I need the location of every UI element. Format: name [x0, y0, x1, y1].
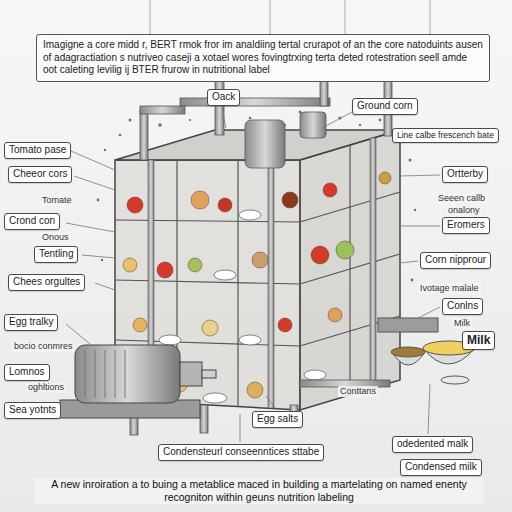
label-box: Line calbe frescench bate — [392, 128, 499, 143]
label-text: Cheeor cors — [13, 168, 67, 181]
callout-label: Conttans — [338, 386, 378, 397]
callout-label: bocio conmres — [12, 341, 75, 352]
label-text: MiIk — [467, 333, 490, 348]
label-box: Sea yotnts — [4, 402, 61, 419]
label-box: Ortterby — [442, 166, 488, 183]
label-text: Tentling — [39, 248, 73, 261]
label-text: Condensteurl conseenntices sttabe — [163, 446, 319, 459]
label-text: Ortterby — [447, 168, 483, 181]
label-box: Eromers — [442, 217, 490, 234]
label-text: Egg tralky — [9, 316, 53, 329]
callout-label: oghltions — [26, 382, 66, 393]
label-text: Ground corn — [357, 100, 413, 113]
label-box: Ground corn — [352, 98, 418, 115]
label-text: Corn nipprour — [425, 254, 486, 267]
label-box: odedented malk — [392, 436, 473, 453]
label-text: Chees orgultes — [13, 276, 80, 289]
callout-label: Onous — [40, 232, 71, 243]
label-box: Tentling — [34, 246, 78, 263]
label-text: Crond con — [9, 215, 55, 228]
callout-label: Tomate — [40, 195, 74, 206]
label-text: Oack — [212, 91, 235, 104]
callout-label: Milk — [452, 318, 472, 329]
label-box: Egg tralky — [4, 314, 58, 331]
title-box: Imagigne a core midd r, BERT rmok fror i… — [36, 34, 490, 82]
label-text: Sea yotnts — [9, 404, 56, 417]
label-text: odedented malk — [397, 438, 468, 451]
label-text: Tomato pase — [9, 144, 66, 157]
label-text: Lomnos — [9, 366, 45, 379]
label-text: Condensed milk — [405, 461, 477, 474]
label-box: Chees orgultes — [8, 274, 85, 291]
label-box: Tomato pase — [4, 142, 71, 159]
label-text: Line calbe frescench bate — [397, 130, 494, 141]
callout-label: Ivotage malale — [418, 283, 481, 294]
label-box: Condensed milk — [400, 459, 482, 476]
label-text: Conlns — [447, 300, 478, 313]
label-box: Condensteurl conseenntices sttabe — [158, 444, 324, 461]
callout-label: onalony — [446, 205, 482, 216]
label-box: Conlns — [442, 298, 483, 315]
caption-box: A new inroiration a to buing a metablice… — [34, 478, 484, 504]
label-box: Lomnos — [4, 364, 50, 381]
callout-label: Seeen callb — [436, 193, 487, 204]
label-box: Egg salts — [252, 411, 303, 428]
label-box: Corn nipprour — [420, 252, 491, 269]
label-box: Crond con — [4, 213, 60, 230]
label-box: MiIk — [462, 331, 495, 350]
caption-text: A new inroiration a to buing a metablice… — [34, 478, 484, 504]
title-text: Imagigne a core midd r, BERT rmok fror i… — [43, 39, 483, 77]
label-box: Oack — [207, 89, 240, 106]
label-text: Egg salts — [257, 413, 298, 426]
label-box: Cheeor cors — [8, 166, 72, 183]
label-text: Eromers — [447, 219, 485, 232]
